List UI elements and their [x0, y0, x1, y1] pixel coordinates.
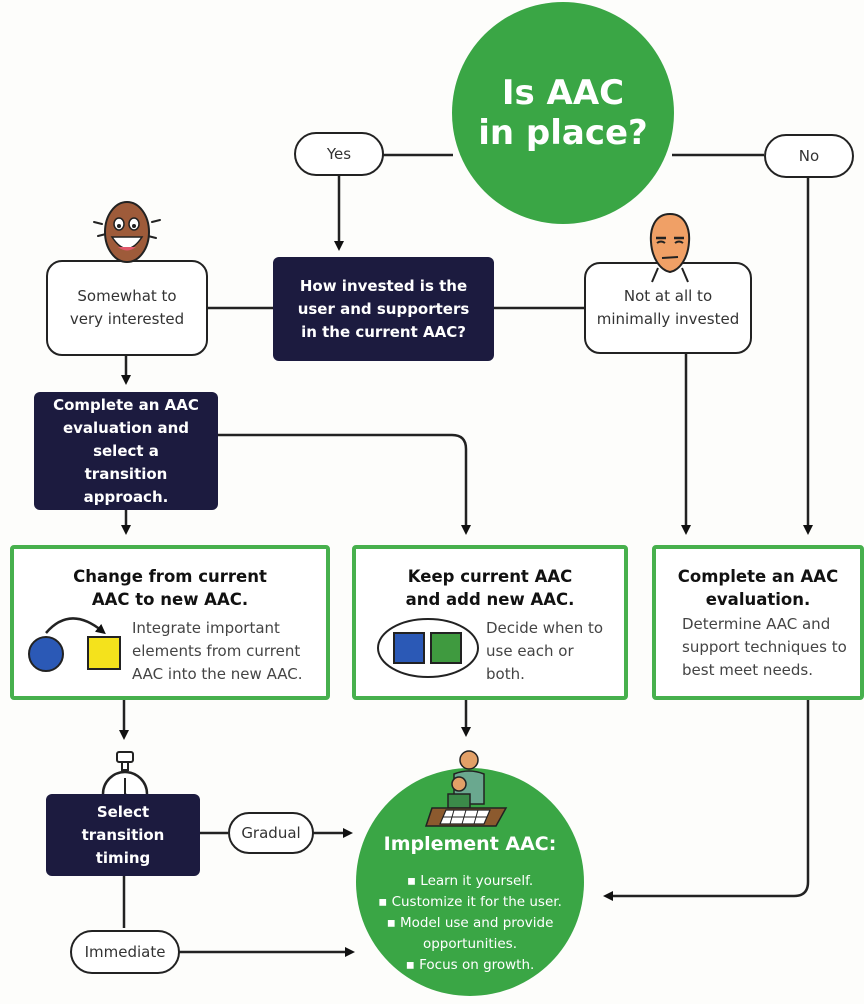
not-invested-text: Not at all to minimally invested [596, 287, 740, 328]
complete-evaluation-title: Complete an AAC evaluation. [677, 567, 839, 609]
no-label: No [798, 147, 820, 165]
change-aac-text: Integrate important elements from curren… [132, 619, 303, 683]
gradual-pill: Gradual [228, 812, 314, 854]
invested-question-box: How invested is the user and supporters … [273, 257, 494, 361]
implement-list: ▪ Learn it yourself. ▪ Customize it for … [356, 871, 584, 976]
unimpressed-face-icon [649, 212, 691, 283]
two-squares-icon [377, 618, 479, 678]
timing-step-text: Select transition timing [81, 802, 165, 867]
implement-title: Implement AAC: [383, 833, 557, 855]
happy-face-icon [93, 201, 161, 263]
invested-question-text: How invested is the user and supporters … [297, 276, 470, 341]
change-aac-title: Change from current AAC to new AAC. [73, 567, 267, 609]
question-text: Is AAC in place? [478, 73, 648, 153]
immediate-label: Immediate [84, 943, 166, 961]
keep-aac-text: Decide when to use each or both. [486, 619, 604, 683]
curved-arrow-icon [28, 617, 121, 672]
implement-item: ▪ Customize it for the user. [378, 894, 562, 910]
evaluation-step-box: Complete an AAC evaluation and select a … [34, 392, 218, 510]
implement-item: ▪ Focus on growth. [405, 957, 535, 973]
interested-text: Somewhat to very interested [69, 287, 185, 328]
complete-evaluation-text: Determine AAC and support techniques to … [682, 615, 847, 679]
immediate-pill: Immediate [70, 930, 180, 974]
change-aac-box: Change from current AAC to new AAC. Inte… [10, 545, 330, 700]
no-pill: No [764, 134, 854, 178]
yes-label: Yes [326, 145, 352, 163]
gradual-label: Gradual [241, 824, 301, 842]
yes-pill: Yes [294, 132, 384, 176]
implement-item: ▪ Learn it yourself. [406, 873, 534, 889]
implement-item: ▪ Model use and provide opportunities. [386, 915, 554, 952]
evaluation-step-text: Complete an AAC evaluation and select a … [53, 395, 199, 506]
question-circle: Is AAC in place? [452, 2, 674, 224]
complete-evaluation-box: Complete an AAC evaluation. Determine AA… [652, 545, 864, 700]
interested-box: Somewhat to very interested [46, 260, 208, 356]
keep-aac-title: Keep current AAC and add new AAC. [405, 567, 575, 609]
adult-child-board-icon [424, 750, 508, 827]
timing-step-box: Select transition timing [46, 794, 200, 876]
keep-aac-box: Keep current AAC and add new AAC. Decide… [352, 545, 628, 700]
